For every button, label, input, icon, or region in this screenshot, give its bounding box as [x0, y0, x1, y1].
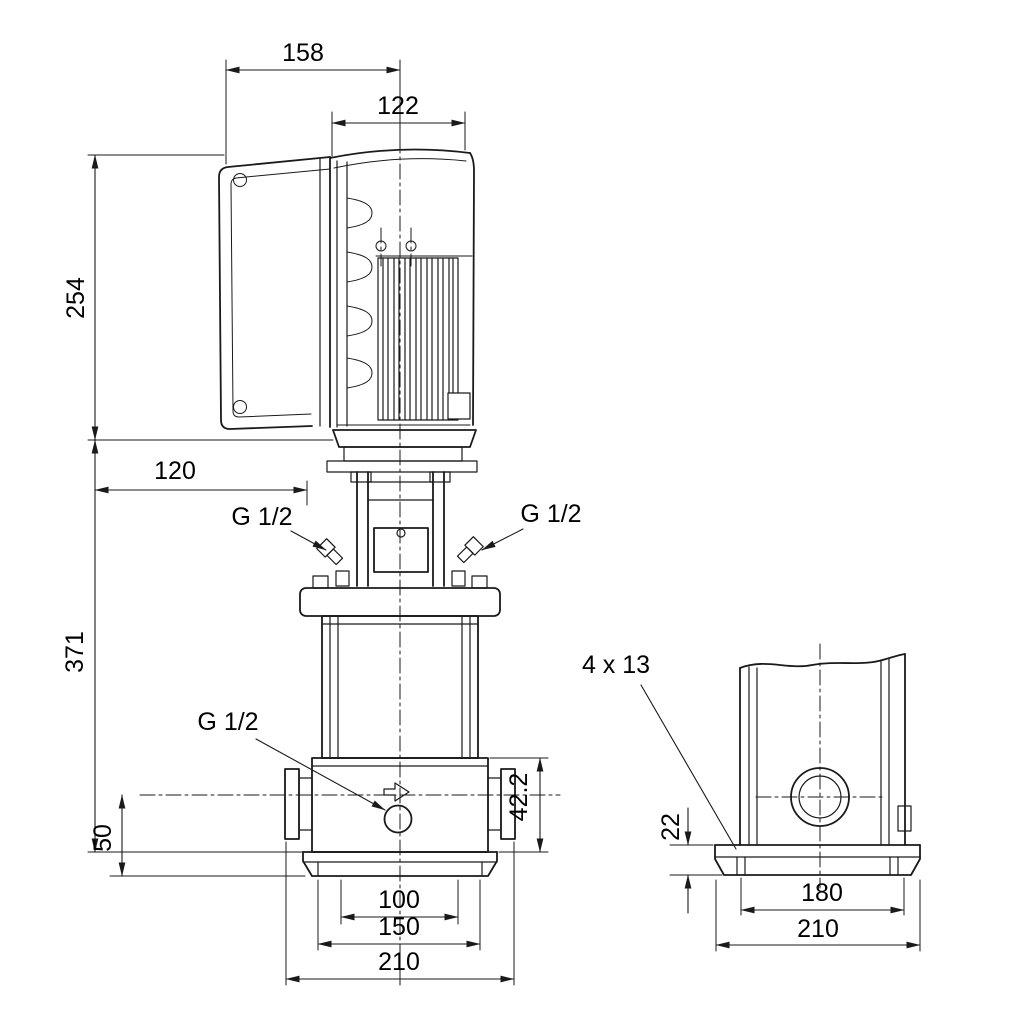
pump-base — [284, 757, 516, 877]
endview-sides — [739, 653, 906, 846]
drain-port — [383, 804, 413, 834]
suction-flange — [284, 768, 300, 840]
dim-254-label: 254 — [62, 277, 90, 319]
eyebolt-left — [375, 240, 387, 252]
port-drain-label: G 1/2 — [197, 708, 258, 736]
flow-direction-arrow — [383, 782, 410, 802]
port-top-right-label: G 1/2 — [520, 500, 581, 528]
dim-22-label: 22 — [657, 813, 685, 841]
terminal-box-inner — [230, 168, 331, 418]
gauge-plug-right — [456, 536, 484, 564]
nameplate — [447, 392, 471, 420]
motor-rib-1 — [346, 197, 373, 229]
leader-g12-right — [481, 528, 524, 551]
motor-adapter — [343, 446, 463, 462]
dim-158-label: 158 — [282, 39, 324, 67]
motor — [218, 148, 478, 473]
terminal-box-screw-top — [233, 173, 247, 187]
cooling-fins — [382, 257, 454, 421]
motor-rib-4 — [346, 357, 373, 389]
centerlines — [139, 137, 885, 989]
eyebolt-right — [405, 240, 417, 252]
motor-rib-3 — [346, 305, 373, 337]
port-top-left-label: G 1/2 — [231, 503, 292, 531]
leader-g12-left — [290, 530, 327, 551]
staybolts — [329, 615, 471, 759]
end-view — [714, 653, 921, 876]
baseplate-foot-marks — [317, 861, 483, 877]
motor-top-curve — [329, 148, 471, 159]
head-nut-right — [451, 570, 466, 587]
terminal-box-screw-bottom — [233, 400, 247, 414]
motor-right-edge — [469, 152, 475, 426]
endview-staybolts — [748, 658, 890, 846]
pump-head — [299, 471, 501, 617]
motor-flange — [332, 429, 477, 448]
dim-122-label: 122 — [377, 92, 419, 120]
leader-holes — [640, 684, 737, 850]
endview-side-tab — [897, 805, 912, 832]
endview-baseplate — [714, 844, 921, 876]
coupling-cross-lines — [367, 481, 434, 501]
suction-neck — [298, 777, 313, 831]
endview-bolt-marks — [736, 856, 899, 876]
gauge-plug-left — [316, 538, 344, 566]
holes-label: 4 x 13 — [582, 651, 650, 679]
dim-371-label: 371 — [61, 631, 89, 673]
flange-bolt-left — [312, 575, 329, 589]
baseplate-outline — [302, 851, 498, 877]
fin-block-outline — [377, 257, 459, 421]
coupling-guard-window — [373, 527, 429, 573]
flange-bolt-right — [471, 575, 488, 589]
head-nut-left — [335, 570, 350, 587]
dimensions: 158 122 254 120 G 1/2 G 1/2 371 G 1/2 42… — [61, 39, 921, 986]
dim-210-label: 210 — [378, 948, 420, 976]
dim-180-label: 180 — [801, 879, 843, 907]
dim-42-label: 42.2 — [505, 773, 533, 822]
discharge-neck — [487, 777, 502, 831]
motor-top-curve-inner — [333, 158, 467, 169]
endview-port-inner — [798, 775, 842, 819]
motor-stool-plate — [326, 460, 478, 473]
leader-g12-drain — [255, 738, 386, 811]
dim-150-label: 150 — [378, 913, 420, 941]
dim-120-label: 120 — [154, 457, 196, 485]
motor-rib-2 — [346, 251, 373, 283]
dim-50-label: 50 — [89, 824, 117, 852]
endview-break-line — [739, 653, 906, 669]
coupling-columns — [356, 471, 445, 587]
terminal-box-outline — [218, 156, 331, 430]
shaft-pin — [396, 528, 406, 538]
coupling-nut-right — [429, 471, 451, 483]
coupling-nut-left — [350, 471, 372, 483]
dim-100-label: 100 — [378, 886, 420, 914]
dim-210-side-label: 210 — [797, 915, 839, 943]
endview-port-outer — [790, 767, 850, 827]
